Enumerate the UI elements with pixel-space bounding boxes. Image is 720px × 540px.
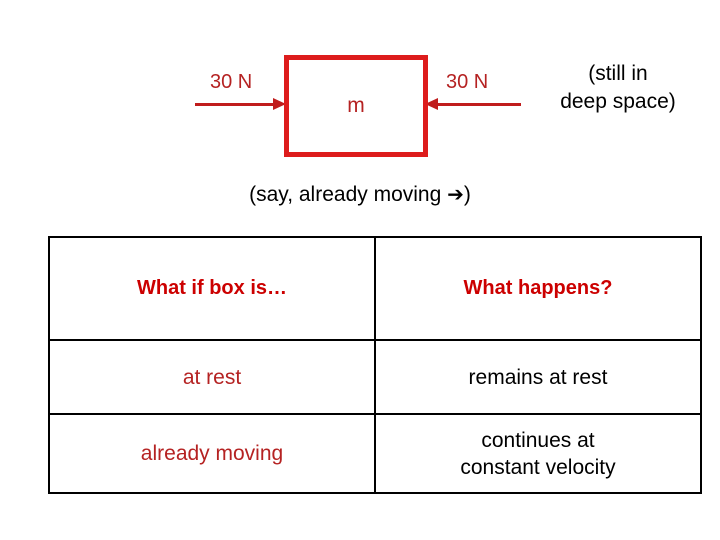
header-cell-result: What happens? bbox=[374, 236, 702, 341]
already-moving-caption: (say, already moving ➔) bbox=[150, 181, 570, 208]
left-force-arrow-icon bbox=[195, 97, 287, 111]
cell-result-already-moving: continues at constant velocity bbox=[374, 413, 702, 494]
mass-label: m bbox=[347, 94, 365, 117]
left-force-label: 30 N bbox=[210, 71, 253, 93]
cell-result-line1: continues at bbox=[481, 428, 595, 452]
right-arrow-glyph-icon: ➔ bbox=[447, 182, 464, 206]
deep-space-note-line1: (still in bbox=[588, 62, 648, 85]
arrow-head bbox=[425, 98, 438, 110]
arrow-shaft bbox=[438, 103, 521, 106]
right-force-arrow-icon bbox=[425, 97, 521, 111]
cell-result-at-rest: remains at rest bbox=[374, 339, 702, 415]
mass-box-shape bbox=[284, 55, 428, 157]
table-header-row: What if box is… What happens? bbox=[48, 236, 702, 341]
cell-condition-already-moving: already moving bbox=[48, 413, 376, 494]
question-answer-table: What if box is… What happens? at rest re… bbox=[48, 236, 702, 494]
already-moving-caption-close: ) bbox=[463, 183, 471, 206]
table-row: already moving continues at constant vel… bbox=[48, 413, 702, 494]
cell-result-line2: constant velocity bbox=[460, 455, 616, 479]
force-diagram: m 30 N 30 N (still in deep space) (say, … bbox=[0, 0, 720, 225]
table-row: at rest remains at rest bbox=[48, 339, 702, 415]
arrow-shaft bbox=[195, 103, 275, 106]
cell-condition-at-rest: at rest bbox=[48, 339, 376, 415]
arrow-head bbox=[273, 98, 286, 110]
header-cell-condition: What if box is… bbox=[48, 236, 376, 341]
deep-space-note: (still in deep space) bbox=[520, 60, 716, 116]
deep-space-note-line2: deep space) bbox=[560, 90, 676, 113]
already-moving-caption-text: (say, already moving bbox=[249, 183, 448, 206]
right-force-label: 30 N bbox=[446, 71, 489, 93]
